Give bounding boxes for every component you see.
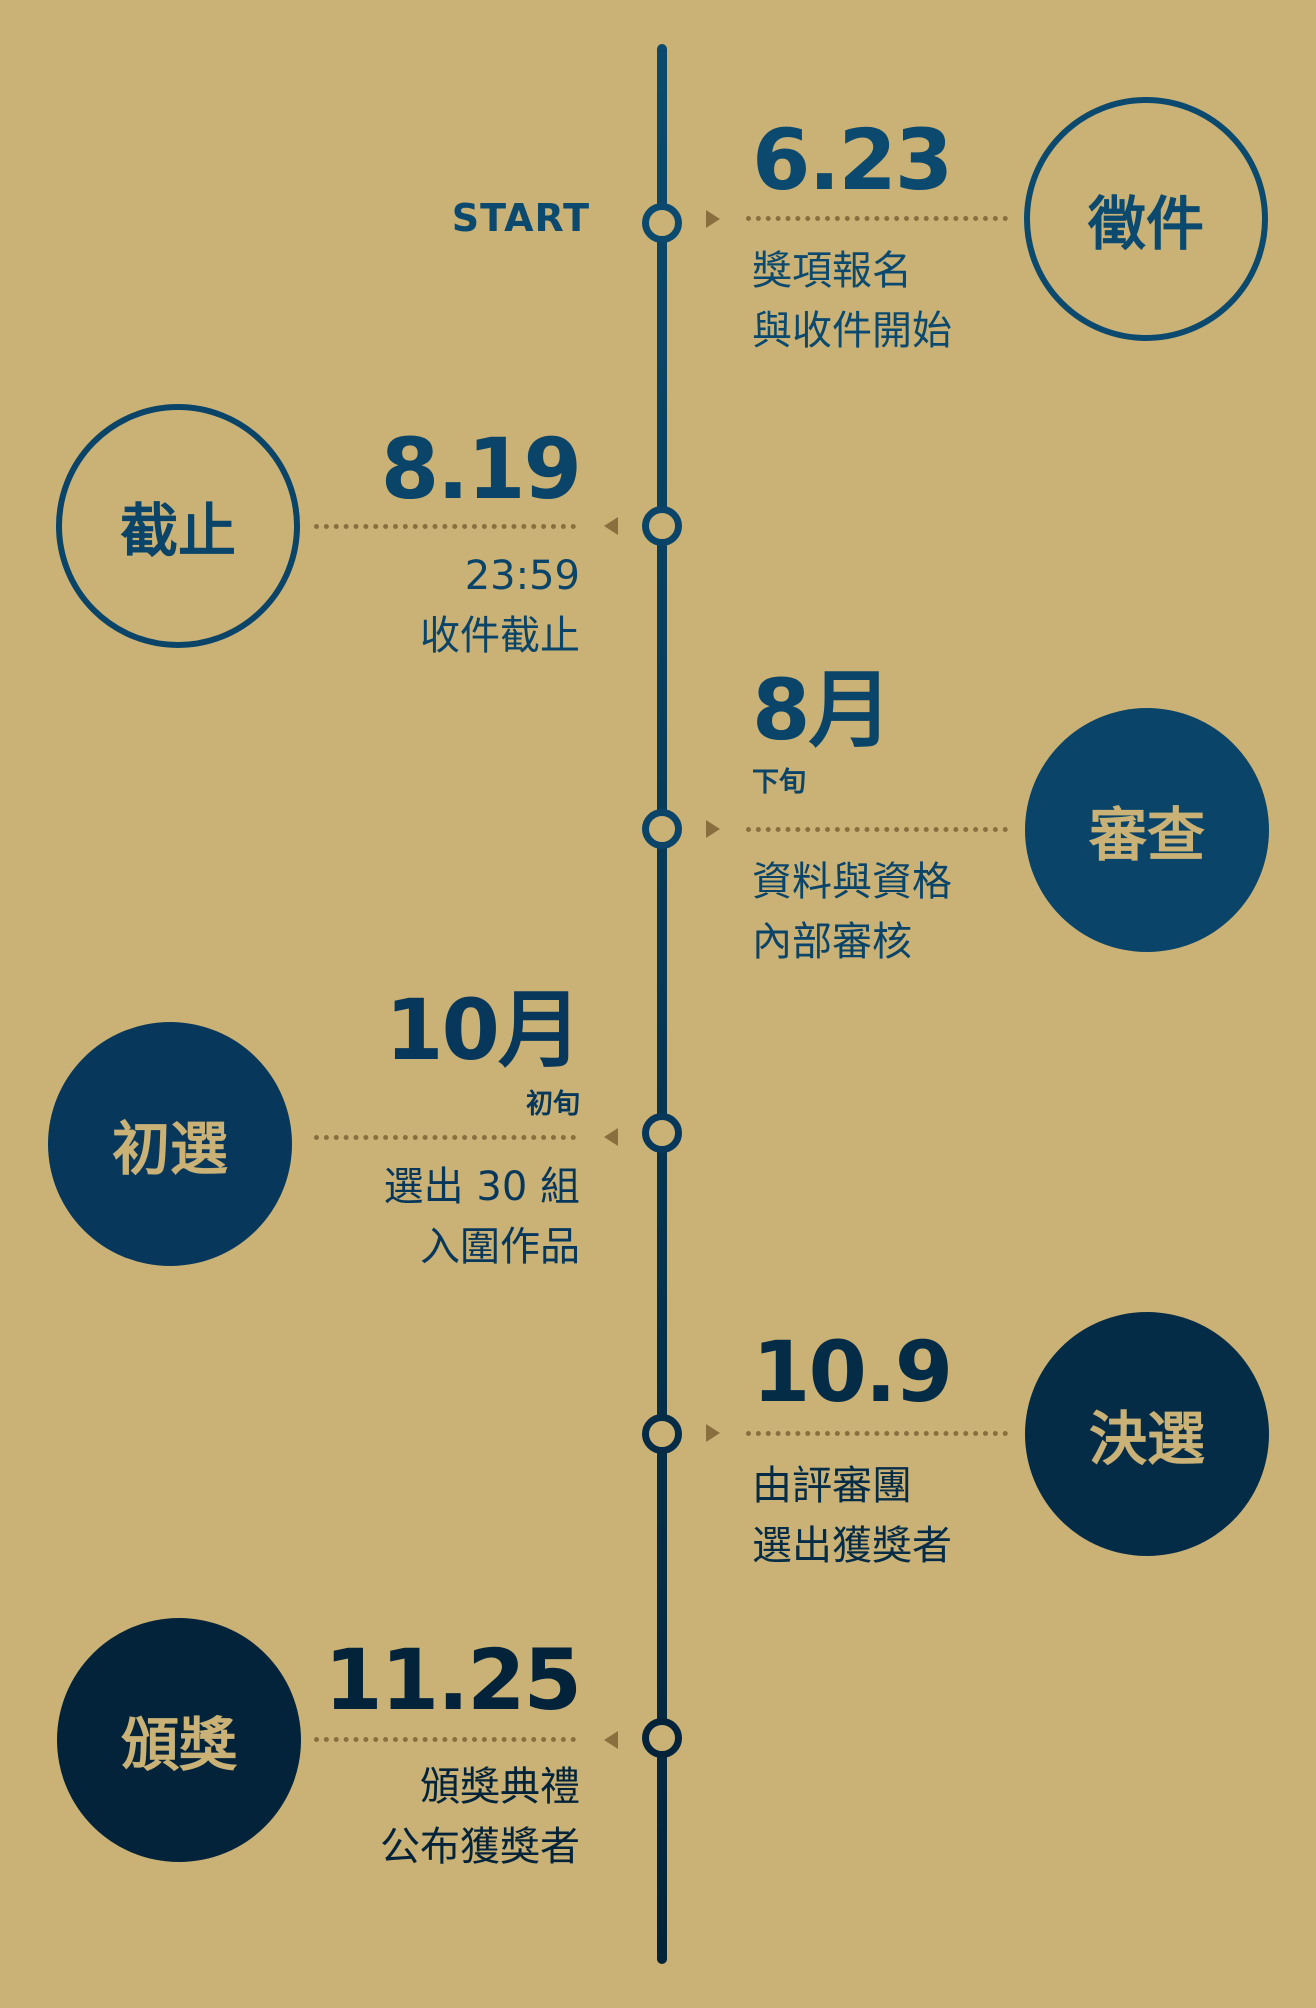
- event-date: 8月: [752, 661, 892, 759]
- stage-circle-final: 決選: [1025, 1312, 1269, 1556]
- event-date: 10月: [385, 981, 582, 1079]
- stage-circle-deadline: 截止: [56, 404, 300, 648]
- description-line: 入圍作品: [420, 1224, 580, 1270]
- dotted-connector: [314, 524, 576, 529]
- timeline-node: [642, 1414, 682, 1454]
- stage-label: 截止: [119, 497, 236, 565]
- timeline-node: [642, 203, 682, 243]
- stage-label: 徵件: [1087, 190, 1204, 258]
- description-line: 與收件開始: [752, 308, 952, 354]
- arrow-right-icon: [706, 820, 720, 838]
- stage-label: 頒獎: [120, 1711, 237, 1779]
- description-line: 收件截止: [420, 613, 580, 659]
- event-description: 選出 30 組入圍作品: [384, 1157, 580, 1277]
- event-date: 6.23: [752, 111, 953, 209]
- description-line: 23:59: [464, 553, 580, 599]
- stage-circle-call: 徵件: [1024, 97, 1268, 341]
- stage-circle-award: 頒獎: [57, 1618, 301, 1862]
- timeline-node: [642, 1718, 682, 1758]
- event-description: 頒獎典禮公布獲獎者: [380, 1757, 580, 1877]
- description-line: 獎項報名: [752, 248, 912, 294]
- dotted-connector: [746, 1431, 1008, 1436]
- event-description: 由評審團選出獲獎者: [752, 1456, 952, 1576]
- arrow-left-icon: [604, 517, 618, 535]
- event-description: 資料與資格內部審核: [752, 852, 952, 972]
- description-line: 由評審團: [752, 1463, 912, 1509]
- description-line: 公布獲獎者: [380, 1824, 580, 1870]
- event-date-note: 下旬: [752, 767, 806, 798]
- dotted-connector: [314, 1737, 576, 1742]
- dotted-connector: [746, 216, 1008, 221]
- event-date: 10.9: [752, 1323, 953, 1421]
- description-line: 資料與資格: [752, 859, 952, 905]
- description-line: 選出獲獎者: [752, 1523, 952, 1569]
- description-line: 選出 30 組: [383, 1164, 580, 1210]
- arrow-right-icon: [706, 1424, 720, 1442]
- dotted-connector: [746, 827, 1008, 832]
- start-label: START: [451, 196, 590, 240]
- description-line: 頒獎典禮: [420, 1764, 580, 1810]
- arrow-left-icon: [604, 1731, 618, 1749]
- arrow-left-icon: [604, 1128, 618, 1146]
- timeline-node: [642, 809, 682, 849]
- stage-circle-preliminary: 初選: [48, 1022, 292, 1266]
- timeline-node: [642, 1113, 682, 1153]
- dotted-connector: [314, 1135, 576, 1140]
- stage-circle-review: 審查: [1025, 708, 1269, 952]
- stage-label: 初選: [111, 1115, 228, 1183]
- stage-label: 審查: [1088, 801, 1205, 869]
- event-date: 11.25: [324, 1631, 582, 1729]
- arrow-right-icon: [706, 210, 720, 228]
- event-date-note: 初旬: [526, 1089, 580, 1120]
- timeline-node: [642, 506, 682, 546]
- event-description: 23:59 收件截止: [420, 546, 580, 666]
- timeline-axis: [657, 44, 667, 1964]
- event-description: 獎項報名與收件開始: [752, 241, 952, 361]
- description-line: 內部審核: [752, 919, 912, 965]
- stage-label: 決選: [1088, 1405, 1205, 1473]
- event-date: 8.19: [380, 420, 582, 518]
